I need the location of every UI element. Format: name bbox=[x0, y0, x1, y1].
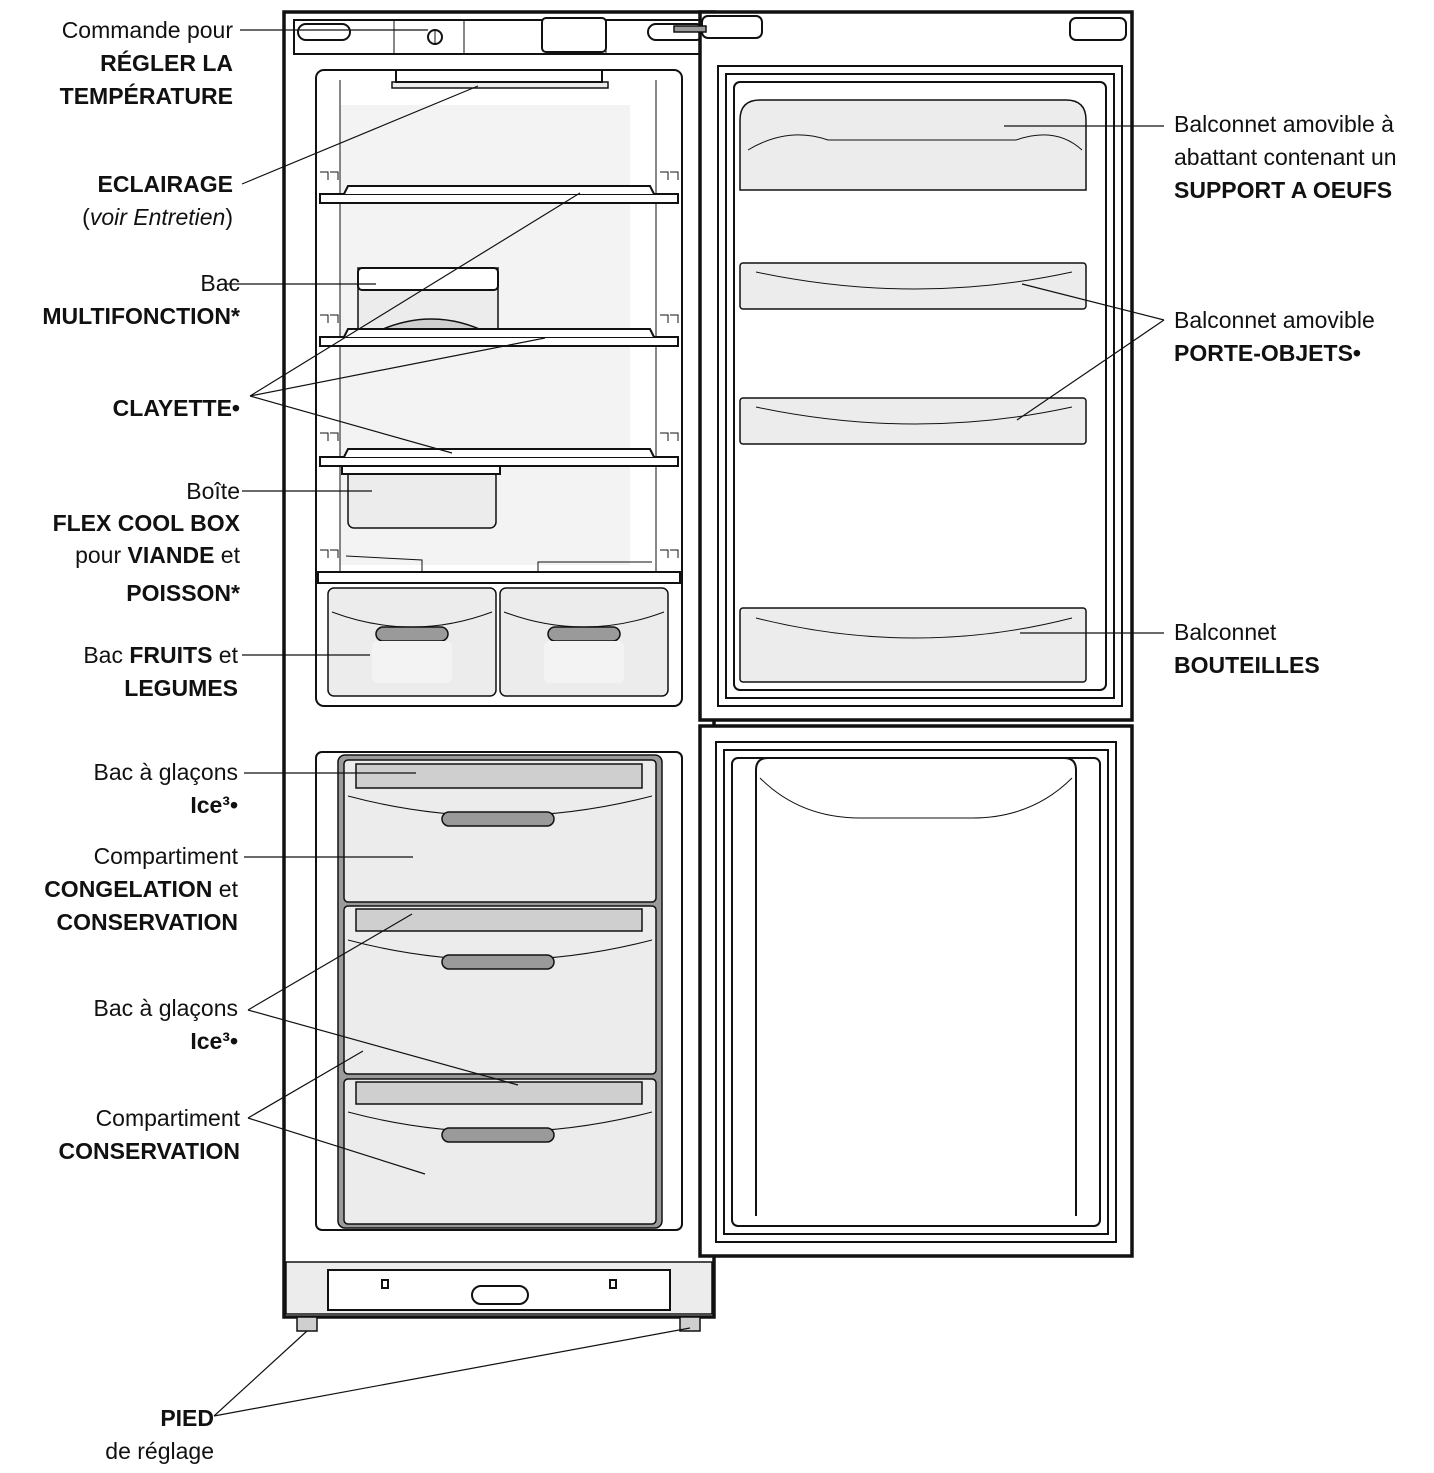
freezer-door bbox=[698, 724, 1134, 1258]
shelf-3 bbox=[319, 448, 679, 467]
label-bottle-balcony: Balconnet BOUTEILLES bbox=[1174, 619, 1320, 678]
label-lighting-italic: voir Entretien bbox=[89, 204, 226, 230]
leader-lines bbox=[213, 29, 1165, 1417]
label-ice-tray-2: Bac à glaçons Ice³• bbox=[93, 995, 238, 1054]
freezer-drawer-2 bbox=[343, 905, 657, 1075]
label-temperature-control: Commande pour RÉGLER LA TEMPÉRATURE bbox=[60, 14, 233, 113]
label-storage-compartment: Compartiment CONSERVATION bbox=[58, 1105, 240, 1164]
freezer-drawer-3 bbox=[343, 1078, 657, 1225]
bottle-balcony bbox=[739, 607, 1087, 683]
label-temperature-control-line1: Commande pour bbox=[61, 17, 233, 43]
label-multifunction-box: Bac MULTIFONCTION* bbox=[42, 270, 240, 329]
flex-cool-box bbox=[341, 465, 501, 529]
shelf-2 bbox=[319, 328, 679, 347]
crisper-cover bbox=[317, 555, 681, 584]
base-plinth bbox=[285, 1261, 713, 1315]
shelf-1 bbox=[319, 185, 679, 204]
foot-right bbox=[679, 1316, 701, 1332]
foot-left bbox=[296, 1316, 318, 1332]
label-flex-cool-box: Boîte FLEX COOL BOX pour VIANDE et POISS… bbox=[52, 478, 240, 606]
multifunction-box bbox=[357, 267, 499, 335]
crisper-drawers bbox=[327, 587, 669, 697]
label-lighting: ECLAIRAGE (voir Entretien) bbox=[82, 168, 233, 234]
label-egg-rack: Balconnet amovible à abattant contenant … bbox=[1174, 111, 1397, 203]
thermostat-knob-icon bbox=[427, 29, 443, 45]
interior-light bbox=[391, 69, 609, 89]
freezer-drawer-1 bbox=[343, 759, 657, 903]
label-ice-tray-1: Bac à glaçons Ice³• bbox=[93, 759, 238, 818]
egg-rack-balcony bbox=[739, 99, 1087, 191]
label-shelf: CLAYETTE• bbox=[112, 395, 240, 421]
label-temperature-control-line3: TEMPÉRATURE bbox=[59, 83, 233, 109]
label-fruit-vegetable-drawer: Bac FRUITS et LEGUMES bbox=[83, 642, 238, 701]
label-freezing-compartment: Compartiment CONGELATION et CONSERVATION bbox=[44, 843, 238, 935]
door-balcony-2 bbox=[739, 397, 1087, 445]
door-balcony-1 bbox=[739, 262, 1087, 310]
label-adjustable-foot: PIED de réglage bbox=[105, 1405, 214, 1464]
label-lighting-line1: ECLAIRAGE bbox=[97, 171, 233, 197]
label-temperature-control-line2: RÉGLER LA bbox=[100, 50, 233, 76]
label-door-balcony: Balconnet amovible PORTE-OBJETS• bbox=[1174, 307, 1375, 366]
